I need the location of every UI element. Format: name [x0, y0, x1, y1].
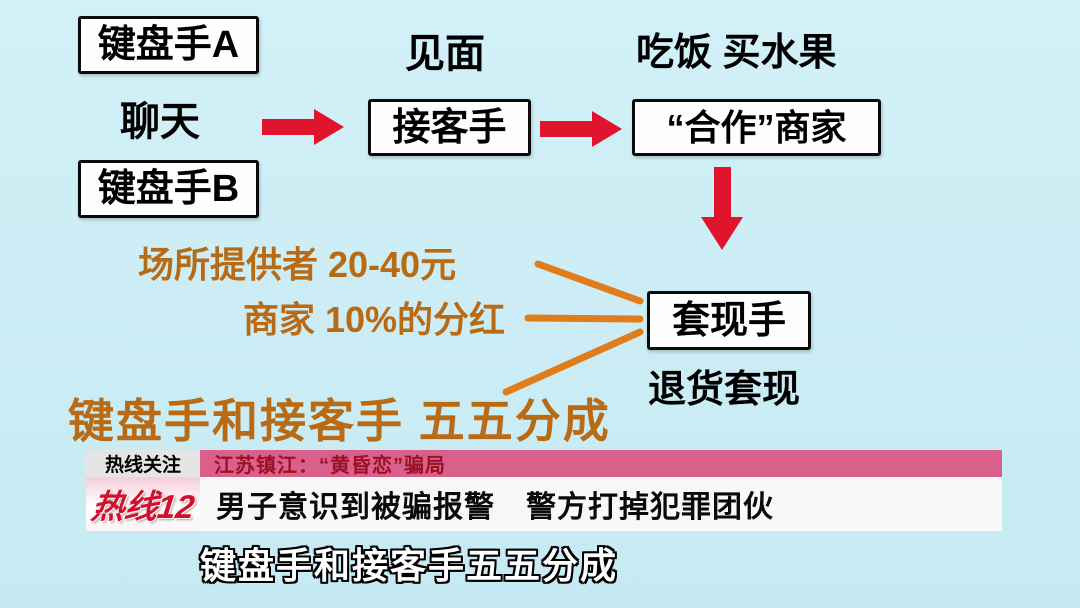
- label-refund-cashout: 退货套现: [648, 369, 801, 411]
- node-keyboard-a: 键盘手A: [78, 16, 259, 74]
- arrow-shaft: [262, 119, 314, 135]
- label-merchant-dividend: 商家 10%的分红: [243, 299, 506, 340]
- arrow-head: [314, 109, 344, 145]
- banner-topic-row: 热线关注 江苏镇江：“黄昏恋”骗局: [86, 450, 1002, 477]
- subtitle-caption: 键盘手和接客手五五分成: [200, 545, 619, 586]
- node-keyboard-b: 键盘手B: [78, 160, 259, 218]
- node-receiver: 接客手: [368, 99, 531, 156]
- arrow-shaft: [713, 167, 731, 217]
- arrow-right-icon: [262, 109, 344, 145]
- commission-line: [502, 328, 644, 396]
- commission-line: [534, 260, 644, 305]
- arrow-down-icon: [701, 167, 743, 250]
- banner-headline-row: 热线12 男子意识到被骗报警 警方打掉犯罪团伙: [86, 477, 1002, 531]
- channel-logo-text: 热线12: [89, 488, 197, 525]
- label-fifty-fifty-split: 键盘手和接客手 五五分成: [68, 395, 611, 447]
- arrow-head: [701, 217, 743, 250]
- arrow-shaft: [540, 121, 592, 137]
- program-tag: 热线关注: [86, 450, 200, 477]
- label-eat-buy-fruit: 吃饭 买水果: [636, 32, 837, 74]
- channel-logo: 热线12: [86, 477, 200, 531]
- label-chat: 聊天: [120, 100, 200, 144]
- arrow-right-icon: [540, 111, 622, 147]
- commission-line: [524, 314, 644, 323]
- arrow-head: [592, 111, 622, 147]
- node-cooperating-merchant: “合作”商家: [632, 99, 881, 156]
- label-venue-provider-fee: 场所提供者 20-40元: [138, 244, 457, 285]
- headline-text: 男子意识到被骗报警 警方打掉犯罪团伙: [200, 477, 1002, 531]
- node-cashout: 套现手: [647, 291, 811, 350]
- label-meet: 见面: [405, 32, 485, 76]
- topic-text: 江苏镇江：“黄昏恋”骗局: [200, 450, 1002, 477]
